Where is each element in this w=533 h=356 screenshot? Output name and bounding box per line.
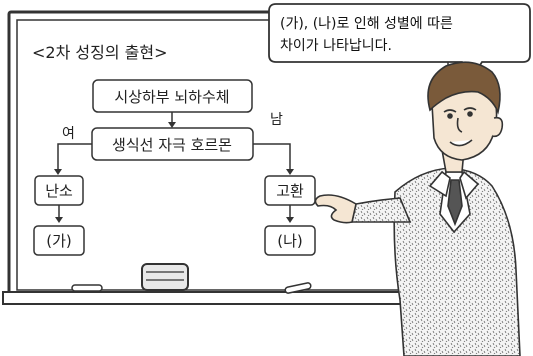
node-left-organ: 난소: [34, 175, 84, 206]
speech-line-2: 차이가 나타납니다.: [280, 38, 392, 54]
arrowhead: [286, 169, 294, 175]
branch-right-line: [253, 143, 291, 172]
teacher-illustration: [314, 61, 521, 356]
arrowhead: [286, 217, 294, 223]
node-left-organ-label: 난소: [45, 182, 73, 200]
chalk-piece-right: [284, 282, 312, 294]
node-middle-label: 생식선 자극 호르몬: [112, 136, 232, 154]
arrowhead: [168, 122, 176, 128]
node-left-result-label: (가): [46, 232, 72, 250]
node-right-organ: 고환: [264, 175, 316, 206]
board-title: <2차 성징의 출현>: [32, 43, 167, 62]
node-right-result-label: (나): [277, 232, 303, 250]
arrowhead: [55, 217, 63, 223]
chalk-piece-left: [71, 284, 103, 292]
branch-right-label: 남: [270, 112, 283, 128]
node-right-result: (나): [264, 225, 316, 256]
branch-left-label: 여: [62, 126, 75, 142]
arrowhead: [54, 169, 62, 175]
speech-line-1: (가), (나)로 인해 성별에 따른: [280, 16, 453, 32]
eraser: [141, 263, 189, 291]
node-middle: 생식선 자극 호르몬: [91, 127, 254, 161]
branch-left-line: [57, 143, 92, 172]
node-top: 시상하부 뇌하수체: [92, 79, 253, 113]
teacher-hand: [314, 194, 357, 224]
teacher-hair: [427, 61, 501, 115]
node-right-organ-label: 고환: [276, 182, 304, 200]
node-top-label: 시상하부 뇌하수체: [114, 88, 229, 106]
node-left-result: (가): [33, 225, 85, 256]
